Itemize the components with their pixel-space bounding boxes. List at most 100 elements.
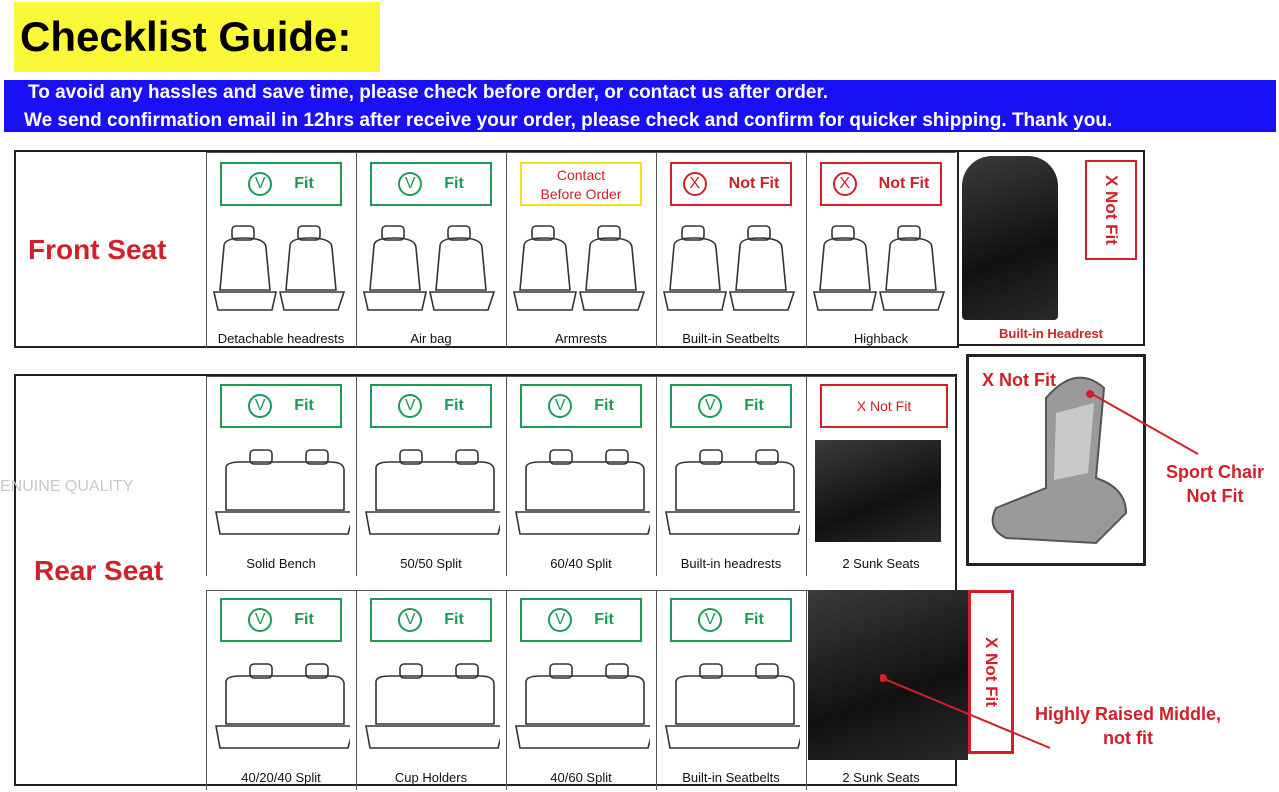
rear-row2-badge-2: V Fit [370, 598, 492, 642]
sport-chair-arrow [1091, 393, 1199, 455]
check-circle-icon: V [248, 394, 273, 418]
rear-row2-seat-illustration-1 [210, 658, 356, 763]
rear-row2-seat-illustration-3 [510, 658, 656, 763]
front-cell-3 [506, 152, 656, 348]
rear-seat-table [14, 374, 957, 786]
rear-row1-label-3: 60/40 Split [550, 556, 612, 571]
built-in-headrest-badge: X Not Fit [1085, 160, 1137, 260]
status-text: Fit [294, 175, 314, 192]
rear-row2-badge-1: V Fit [220, 598, 342, 642]
front-seat-illustration-2 [360, 218, 500, 323]
raised-middle-note: Highly Raised Middle,not fit [1034, 704, 1222, 748]
check-circle-icon: V [398, 172, 423, 196]
front-badge-2: V Fit [370, 162, 492, 206]
rear-row1-badge-5: X Not Fit [820, 384, 948, 428]
sunk-seats-photo-1 [815, 440, 941, 542]
raised-middle-badge: X Not Fit [968, 590, 1014, 754]
rear-seat-label: Rear Seat [34, 555, 164, 586]
front-cell-4 [656, 152, 806, 348]
rear-row1-seat-illustration-3 [510, 444, 656, 549]
banner-line-1: To avoid any hassles and save time, plea… [28, 82, 829, 103]
front-badge-4: X Not Fit [670, 162, 792, 206]
banner-line-2: We send confirmation email in 12hrs afte… [24, 110, 1113, 131]
rear-row2-cell-1 [206, 590, 356, 790]
rear-row2-cell-3 [506, 590, 656, 790]
front-cell-2 [356, 152, 506, 348]
contact-line-1: Contact [556, 166, 606, 183]
notice-banner: To avoid any hassles and save time, plea… [4, 80, 1276, 132]
front-seat-illustration-4 [660, 218, 800, 323]
front-seat-illustration-3 [510, 218, 650, 323]
front-seat-illustration-5 [810, 218, 950, 323]
sport-chair-panel [966, 354, 1146, 566]
built-in-headrest-label: Built-in Headrest [998, 326, 1103, 341]
cross-circle-icon: X [682, 172, 707, 196]
check-circle-icon: V [548, 608, 573, 632]
rear-row1-badge-4: V Fit [670, 384, 792, 428]
rear-row1-cell-1 [206, 376, 356, 576]
rear-row2-label-5: 2 Sunk Seats [842, 770, 920, 785]
status-text: Not Fit [728, 175, 780, 192]
rear-row2-badge-4: V Fit [670, 598, 792, 642]
status-text: Fit [294, 397, 314, 414]
front-label-3: Armrests [555, 331, 607, 346]
rear-row1-seat-illustration-1 [210, 444, 356, 549]
check-circle-icon: V [548, 394, 573, 418]
front-badge-1: V Fit [220, 162, 342, 206]
rear-row1-label-5: 2 Sunk Seats [842, 556, 920, 571]
status-text: X Not Fit [856, 398, 912, 414]
rear-row1-cell-2 [356, 376, 506, 576]
front-cell-5 [806, 152, 956, 348]
rear-row2-seat-illustration-4 [660, 658, 806, 763]
raised-middle-arrow [880, 674, 1051, 749]
check-circle-icon: V [698, 394, 723, 418]
contact-line-2: Before Order [540, 185, 622, 202]
watermark-text: ENUINE QUALITY [0, 478, 134, 495]
sport-chair-illustration [991, 376, 1128, 545]
status-text: Fit [744, 397, 764, 414]
built-in-headrest-photo [962, 156, 1058, 320]
built-in-headrest-panel [957, 150, 1145, 346]
rear-row1-cell-3 [506, 376, 656, 576]
check-circle-icon: V [248, 172, 273, 196]
front-seat-label: Front Seat [28, 234, 167, 265]
rear-row2-label-2: Cup Holders [394, 770, 468, 785]
front-seat-illustration-1 [210, 218, 350, 323]
rear-row2-seat-illustration-2 [360, 658, 506, 763]
rear-row1-label-2: 50/50 Split [400, 556, 462, 571]
status-text: Fit [444, 397, 464, 414]
rear-row1-badge-2: V Fit [370, 384, 492, 428]
check-circle-icon: V [398, 608, 423, 632]
status-text: Fit [594, 611, 614, 628]
rear-row2-label-4: Built-in Seatbelts [682, 770, 780, 785]
status-text: Fit [444, 175, 464, 192]
status-text: Fit [594, 397, 614, 414]
status-text: Fit [744, 611, 764, 628]
rear-row2-cell-4 [656, 590, 806, 790]
front-cell-1 [206, 152, 356, 348]
rear-row1-badge-3: V Fit [520, 384, 642, 428]
check-circle-icon: V [248, 608, 273, 632]
rear-row1-label-1: Solid Bench [246, 556, 316, 571]
rear-row2-badge-3: V Fit [520, 598, 642, 642]
sunk-seats-photo-2 [808, 590, 968, 760]
status-text: Not Fit [878, 175, 930, 192]
front-label-5: Highback [853, 331, 909, 346]
front-label-2: Air bag [410, 331, 452, 346]
rear-row1-badge-1: V Fit [220, 384, 342, 428]
front-label-4: Built-in Seatbelts [682, 331, 780, 346]
check-circle-icon: V [398, 394, 423, 418]
status-text: Fit [444, 611, 464, 628]
rear-row1-cell-4 [656, 376, 806, 576]
status-text: Fit [294, 611, 314, 628]
page-title: Checklist Guide: [14, 2, 380, 72]
rear-row2-cell-2 [356, 590, 506, 790]
rear-row1-label-4: Built-in headrests [680, 556, 782, 571]
rear-row1-cell-5 [806, 376, 956, 576]
check-circle-icon: V [698, 608, 723, 632]
cross-circle-icon: X [832, 172, 857, 196]
rear-row2-label-3: 40/60 Split [550, 770, 612, 785]
rear-row2-label-1: 40/20/40 Split [241, 770, 321, 785]
